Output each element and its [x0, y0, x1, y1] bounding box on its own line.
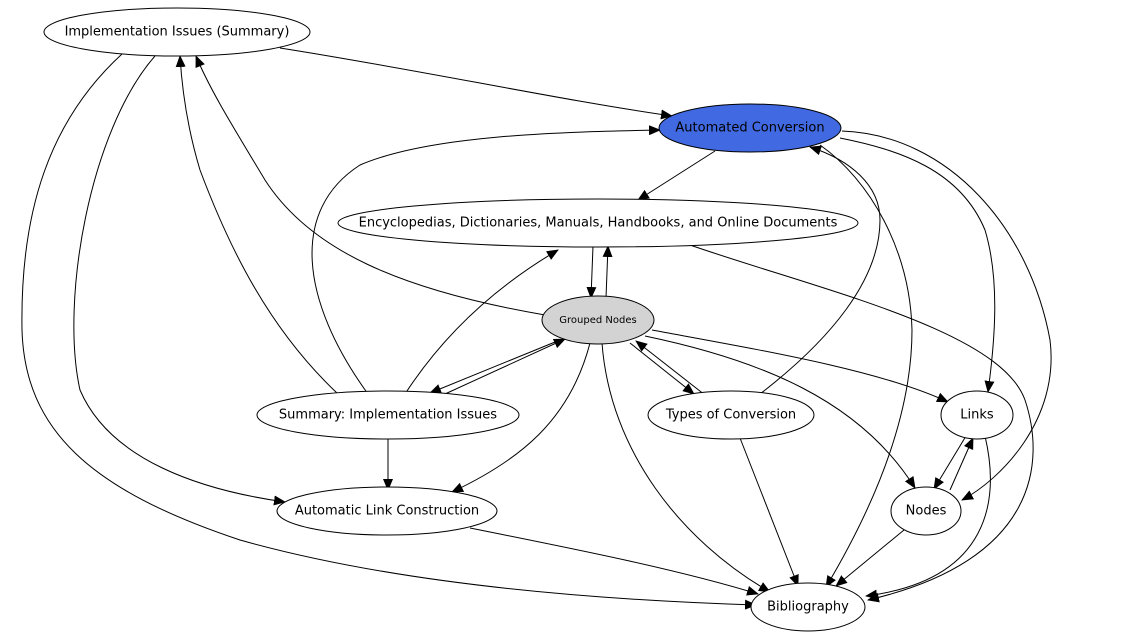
edge-summary-impl-to-automated-conversion [311, 125, 661, 395]
node-shape [658, 103, 842, 153]
edge-grouped-nodes-to-links [651, 329, 949, 403]
edge-links-to-nodes [933, 435, 967, 490]
node-label: Grouped Nodes [559, 315, 636, 326]
node-shape [276, 486, 498, 536]
edge-automated-conversion-to-nodes [841, 130, 1052, 501]
node-shape [890, 486, 962, 536]
edge-nodes-to-bibliography [835, 529, 905, 587]
node-automated-conversion[interactable]: Automated Conversion [658, 103, 842, 153]
edge-types-of-conversion-to-bibliography [739, 437, 799, 587]
node-shape [541, 295, 655, 345]
edge-impl-summary-to-automated-conversion [279, 47, 673, 120]
edge-automated-conversion-to-links [839, 137, 996, 393]
node-label: Encyclopedias, Dictionaries, Manuals, Ha… [359, 216, 838, 231]
edge-encyclopedias-to-grouped-nodes [586, 245, 597, 299]
edge-grouped-nodes-to-encyclopedias [602, 245, 613, 299]
edge-grouped-nodes-to-impl-summary [195, 55, 546, 316]
node-layer: Implementation Issues (Summary) Automate… [43, 7, 1014, 632]
edge-automated-conversion-to-bibliography [819, 144, 913, 588]
node-shape [940, 390, 1014, 440]
edge-automated-conversion-to-encyclopedias [637, 150, 716, 201]
node-links[interactable]: Links [940, 390, 1014, 440]
edge-encyclopedias-to-bibliography [689, 244, 1034, 603]
edge-grouped-nodes-to-bibliography [601, 342, 771, 593]
edge-impl-summary-to-bibliography [21, 53, 757, 610]
edge-grouped-nodes-to-nodes [644, 335, 916, 489]
node-label: Automatic Link Construction [295, 504, 479, 519]
node-label: Summary: Implementation Issues [279, 408, 497, 423]
node-shape [337, 198, 859, 248]
node-encyclopedias-dictionaries-manuals[interactable]: Encyclopedias, Dictionaries, Manuals, Ha… [337, 198, 859, 248]
edge-summary-impl-to-impl-summary [175, 55, 339, 395]
node-implementation-issues-summary[interactable]: Implementation Issues (Summary) [43, 7, 311, 57]
edge-grouped-nodes-to-summary-impl [429, 341, 556, 394]
node-grouped-nodes[interactable]: Grouped Nodes [541, 295, 655, 345]
node-summary-implementation-issues[interactable]: Summary: Implementation Issues [256, 390, 520, 440]
edge-grouped-nodes-to-automatic-link-construction [451, 342, 591, 493]
edge-summary-impl-to-grouped-nodes [444, 338, 566, 395]
edge-automatic-link-construction-to-bibliography [469, 527, 759, 596]
node-label: Links [960, 408, 994, 423]
edge-nodes-to-links [949, 437, 974, 491]
node-bibliography[interactable]: Bibliography [750, 582, 866, 632]
node-shape [647, 390, 815, 440]
edge-types-of-conversion-to-automated-conversion [759, 145, 881, 395]
node-nodes[interactable]: Nodes [890, 486, 962, 536]
node-automatic-link-construction[interactable]: Automatic Link Construction [276, 486, 498, 536]
edge-summary-impl-to-encyclopedias [404, 249, 559, 395]
node-label: Automated Conversion [675, 121, 824, 136]
node-label: Bibliography [767, 600, 849, 615]
edge-impl-summary-to-automatic-link-construction [73, 55, 286, 506]
node-shape [256, 390, 520, 440]
node-label: Types of Conversion [665, 408, 796, 423]
node-shape [750, 582, 866, 632]
node-shape [43, 7, 311, 57]
edge-grouped-nodes-to-types-of-conversion [629, 342, 695, 395]
node-types-of-conversion[interactable]: Types of Conversion [647, 390, 815, 440]
node-label: Implementation Issues (Summary) [65, 25, 290, 40]
edge-layer [21, 47, 1052, 610]
edge-links-to-bibliography [865, 435, 991, 600]
edge-types-of-conversion-to-grouped-nodes [635, 340, 706, 396]
node-label: Nodes [906, 504, 947, 519]
